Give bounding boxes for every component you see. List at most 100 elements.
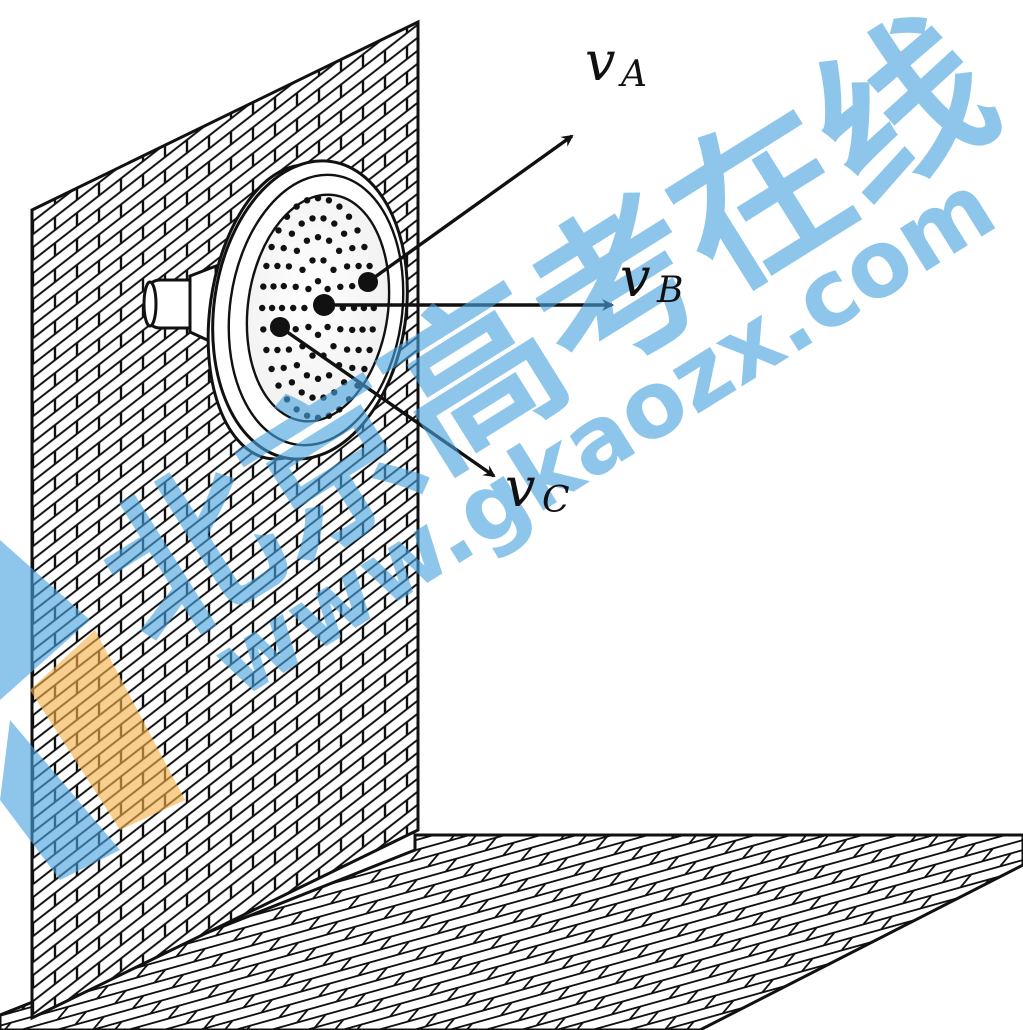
nozzle-dot — [260, 283, 267, 290]
nozzle-dot — [298, 220, 305, 227]
nozzle-dot — [268, 243, 275, 251]
nozzle-dot — [331, 389, 338, 396]
nozzle-dot — [288, 230, 296, 237]
nozzle-dot — [299, 266, 306, 273]
nozzle-dot — [283, 213, 291, 220]
nozzle-dot — [268, 304, 276, 312]
nozzle-dot — [325, 237, 333, 244]
nozzle-dot — [320, 394, 327, 401]
nozzle-dot — [274, 346, 281, 354]
nozzle-dot — [285, 346, 293, 353]
nozzle-dot — [301, 304, 308, 312]
nozzle-dot — [325, 197, 333, 204]
svg-text:v: v — [585, 30, 616, 93]
nozzle-dot — [309, 257, 316, 264]
nozzle-dot — [280, 244, 287, 252]
label-vb: v B — [620, 246, 683, 311]
nozzle-dot — [293, 362, 301, 369]
nozzle-dot — [337, 283, 344, 290]
nozzle-dot — [303, 412, 311, 419]
nozzle-dot — [275, 227, 282, 234]
svg-text:B: B — [656, 270, 683, 311]
nozzle-dot — [359, 326, 366, 333]
nozzle-dot — [305, 323, 312, 331]
nozzle-dot — [324, 285, 331, 293]
nozzle-dot — [314, 331, 322, 338]
label-vc: v C — [505, 456, 570, 521]
nozzle-dot — [263, 346, 270, 354]
nozzle-dot — [314, 278, 322, 285]
nozzle-dot — [349, 244, 356, 252]
nozzle-dot — [330, 343, 337, 350]
nozzle-dot — [361, 243, 368, 251]
nozzle-dot — [288, 379, 296, 386]
nozzle-dot — [314, 234, 322, 241]
nozzle-dot — [260, 326, 267, 333]
nozzle-dot — [283, 396, 291, 403]
brick-floor — [0, 833, 1023, 1030]
nozzle-dot — [320, 215, 327, 222]
nozzle-dot — [320, 257, 327, 264]
nozzle-dot — [292, 326, 299, 333]
svg-text:A: A — [618, 54, 647, 95]
nozzle-dot — [325, 412, 333, 419]
nozzle-dot — [337, 326, 344, 333]
nozzle-dot — [366, 262, 373, 270]
watermark-chevron-blue-lower — [0, 720, 120, 880]
nozzle-dot — [290, 304, 297, 312]
nozzle-dot — [303, 197, 311, 204]
nozzle-dot — [355, 262, 362, 270]
nozzle-dot — [343, 263, 351, 270]
nozzle-dot — [366, 346, 373, 354]
nozzle-dot — [280, 282, 287, 290]
label-va: v A — [585, 30, 647, 95]
nozzle-dot — [349, 364, 356, 372]
svg-text:C: C — [542, 480, 570, 521]
nozzle-dot — [259, 304, 266, 312]
nozzle-dot — [349, 326, 356, 334]
nozzle-dot — [343, 346, 351, 353]
shower-head — [142, 159, 409, 461]
nozzle-dot — [298, 389, 305, 396]
nozzle-dot — [345, 396, 353, 403]
watermark-chevron-blue — [0, 540, 90, 700]
nozzle-dot — [303, 237, 311, 244]
nozzle-dot — [292, 283, 299, 290]
watermark-chevron-orange — [30, 630, 185, 830]
nozzle-dot — [331, 220, 338, 227]
nozzle-dot — [293, 203, 300, 210]
nozzle-dot — [285, 263, 293, 270]
nozzle-dot — [270, 283, 277, 290]
nozzle-dot — [314, 195, 322, 202]
nozzle-dot — [355, 346, 362, 354]
nozzle-dot — [345, 213, 353, 220]
svg-text:v: v — [620, 246, 651, 309]
nozzle-dot — [325, 372, 333, 379]
nozzle-dot — [336, 406, 343, 413]
nozzle-dot — [340, 379, 348, 386]
nozzle-dot — [278, 304, 286, 312]
arrow-va — [367, 134, 574, 284]
nozzle-dot — [336, 203, 343, 210]
nozzle-dot — [275, 382, 282, 389]
svg-text:v: v — [505, 456, 536, 519]
nozzle-dot — [293, 406, 300, 413]
nozzle-dot — [361, 365, 368, 373]
nozzle-dot — [340, 230, 348, 237]
nozzle-dot — [293, 247, 301, 254]
nozzle-dot — [305, 285, 312, 293]
nozzle-dot — [303, 372, 311, 379]
nozzle-dot — [314, 375, 322, 382]
nozzle-dot — [324, 323, 331, 331]
nozzle-dot — [309, 215, 316, 222]
nozzle-dot — [354, 227, 361, 234]
arrow-vc — [279, 325, 496, 478]
nozzle-dot — [268, 365, 275, 373]
nozzle-dot — [309, 352, 316, 359]
nozzle-dot — [309, 394, 316, 401]
nozzle-dot — [274, 262, 281, 270]
nozzle-dot — [263, 262, 270, 270]
nozzle-dot — [349, 282, 356, 290]
nozzle-dot — [280, 364, 287, 372]
